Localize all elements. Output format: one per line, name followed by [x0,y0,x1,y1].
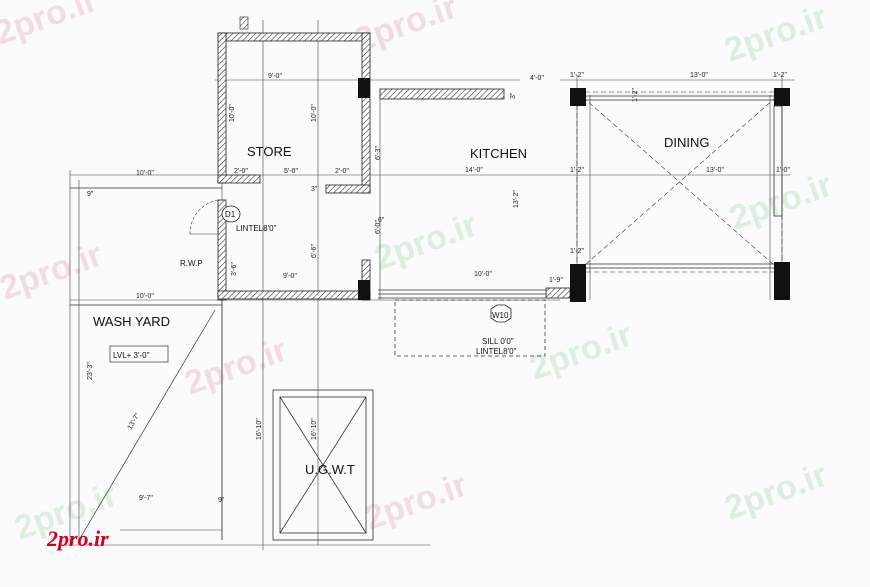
dim-store-sub-b: 5'-0" [284,168,298,175]
dim-kitchen-height: 13'-2" [513,190,520,208]
dim-kitchen-width: 14'-0" [465,167,483,174]
dim-dining-width-mid: 13'-0" [706,167,724,174]
store-walls [217,16,371,301]
door-tag: D1 [225,210,236,219]
dim-kitchen-corner: 1'-9" [549,277,563,284]
kitchen-bottom-wall [545,287,571,299]
dim-wash-bottom: 9'-7" [139,495,153,502]
dim-tiny-a: 9" [87,191,94,198]
dim-kitchen-top: 4'-0" [530,75,544,82]
dim-kitchen-side-b: 6'-0" [375,220,382,234]
dim-dining-col-bl: 1'-2" [570,248,584,255]
dim-dining-col-mr: 1'-0" [776,167,790,174]
sill-outline [394,299,546,357]
sill-note: SILL 0'0" [482,337,514,346]
dining-frame [570,88,790,302]
dim-dining-col-ml: 1'-2" [570,167,584,174]
room-ugwt-label: U.G.W.T [305,462,355,477]
dim-dining-col-tr: 1'-2" [773,72,787,79]
window-tag-hexagon [490,304,512,323]
ugwt-tank [272,389,374,541]
dim-wash-small: 9" [218,497,225,504]
level-note: LVL+ 3'-0" [113,351,150,360]
dim-ugwt-left: 16'-10" [256,418,263,440]
dim-store-side-mid: 6'-6" [311,244,318,258]
dim-store-sub-c: 2'-0" [335,168,349,175]
window-lintel-note: LINTEL8'0" [476,347,517,356]
dim-tiny-b: 3" [311,186,318,193]
dim-ugwt-right: 16'-10" [311,418,318,440]
dim-store-width: 9'-0" [268,73,282,80]
site-watermark: 2pro.ir [46,526,109,551]
dim-store-sub-a: 2'-0" [234,168,248,175]
dimension-labels: 9'-0" 10'-0" 10'-0" 2'-0" 5'-0" 2'-0" 9'… [87,72,790,504]
dim-dining-width-top: 13'-0" [690,72,708,79]
dim-store-bottom: 9'-0" [283,273,297,280]
room-dining-label: DINING [664,135,710,150]
door-lintel-note: LINTEL8'0" [236,224,277,233]
kitchen-top-wall [379,88,505,100]
dim-store-height-right: 10'-0" [311,104,318,122]
room-kitchen-label: KITCHEN [470,146,527,161]
dim-wash-top: 10'-0" [136,170,154,177]
dim-wash-height: 23'-3" [87,362,94,380]
door-d1 [189,199,241,235]
dim-kitchen-side-a: 6'-3" [375,146,382,160]
window-tag: W10 [492,311,509,320]
dim-kitchen-small: 3" [510,92,517,99]
rwp-label: R.W.P [180,259,203,268]
dim-store-height-left: 10'-0" [229,104,236,122]
room-wash-yard-label: WASH YARD [93,314,170,329]
dim-dining-col-tl: 1'-2" [570,72,584,79]
dim-tiny-c: 6" [378,217,385,224]
dim-store-side-small: 3'-6" [231,262,238,276]
dim-wash-mid: 10'-0" [136,293,154,300]
window-w10 [378,289,546,299]
wash-yard [70,187,223,541]
room-store-label: STORE [247,144,292,159]
dim-kitchen-bottom: 10'-0" [474,271,492,278]
dim-dining-small: 1'-2" [632,88,639,102]
